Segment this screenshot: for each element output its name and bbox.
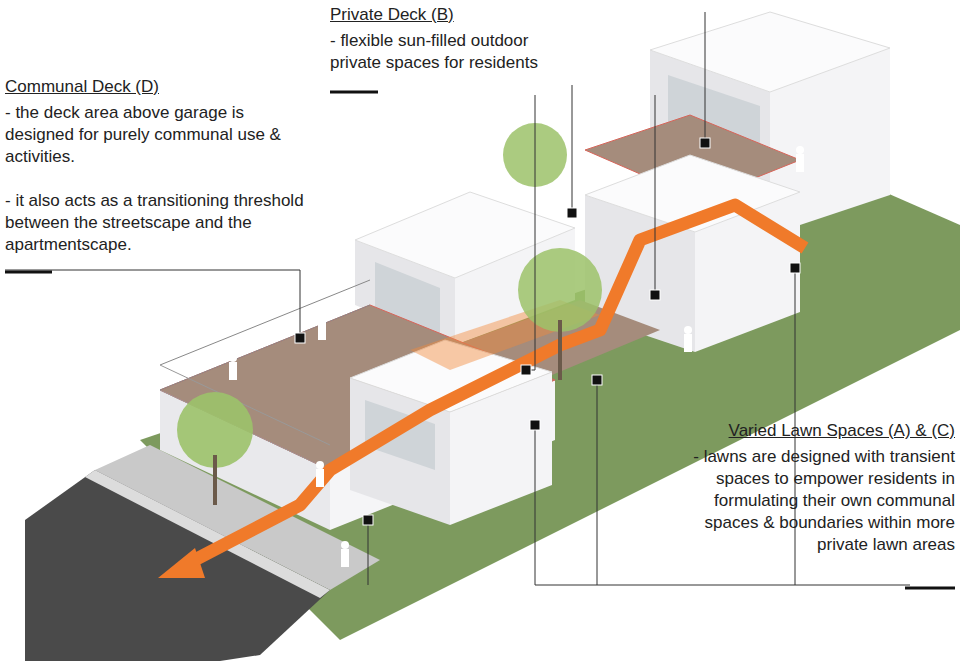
description-text: - it also acts as a transitioning thresh…	[5, 190, 315, 256]
building-roof	[650, 12, 890, 92]
railing	[160, 390, 330, 470]
tree	[518, 248, 602, 332]
person	[796, 154, 804, 172]
person	[318, 314, 326, 322]
section-heading: Varied Lawn Spaces (A) & (C)	[655, 420, 955, 442]
description-text: - flexible sun-filled outdoor private sp…	[330, 30, 580, 74]
section-heading: Private Deck (B)	[330, 4, 610, 26]
person	[229, 354, 237, 362]
person	[684, 334, 692, 352]
tree-trunk	[213, 455, 217, 505]
circulation-path	[185, 205, 805, 565]
person	[796, 146, 804, 154]
person	[316, 461, 324, 469]
person	[229, 362, 237, 380]
description-text: - the deck area above garage is designed…	[5, 102, 315, 168]
section-heading: Communal Deck (D)	[5, 76, 315, 98]
tree-trunk	[558, 320, 562, 380]
railing	[160, 280, 370, 365]
person	[318, 322, 326, 340]
person	[341, 541, 349, 549]
person	[341, 549, 349, 567]
callout-squares	[295, 138, 800, 525]
person	[684, 326, 692, 334]
path-arrowhead	[158, 548, 205, 578]
underline-bars	[5, 92, 955, 588]
description-text: - lawns are designed with transient spac…	[670, 446, 955, 556]
person	[316, 469, 324, 487]
railing	[160, 305, 370, 390]
